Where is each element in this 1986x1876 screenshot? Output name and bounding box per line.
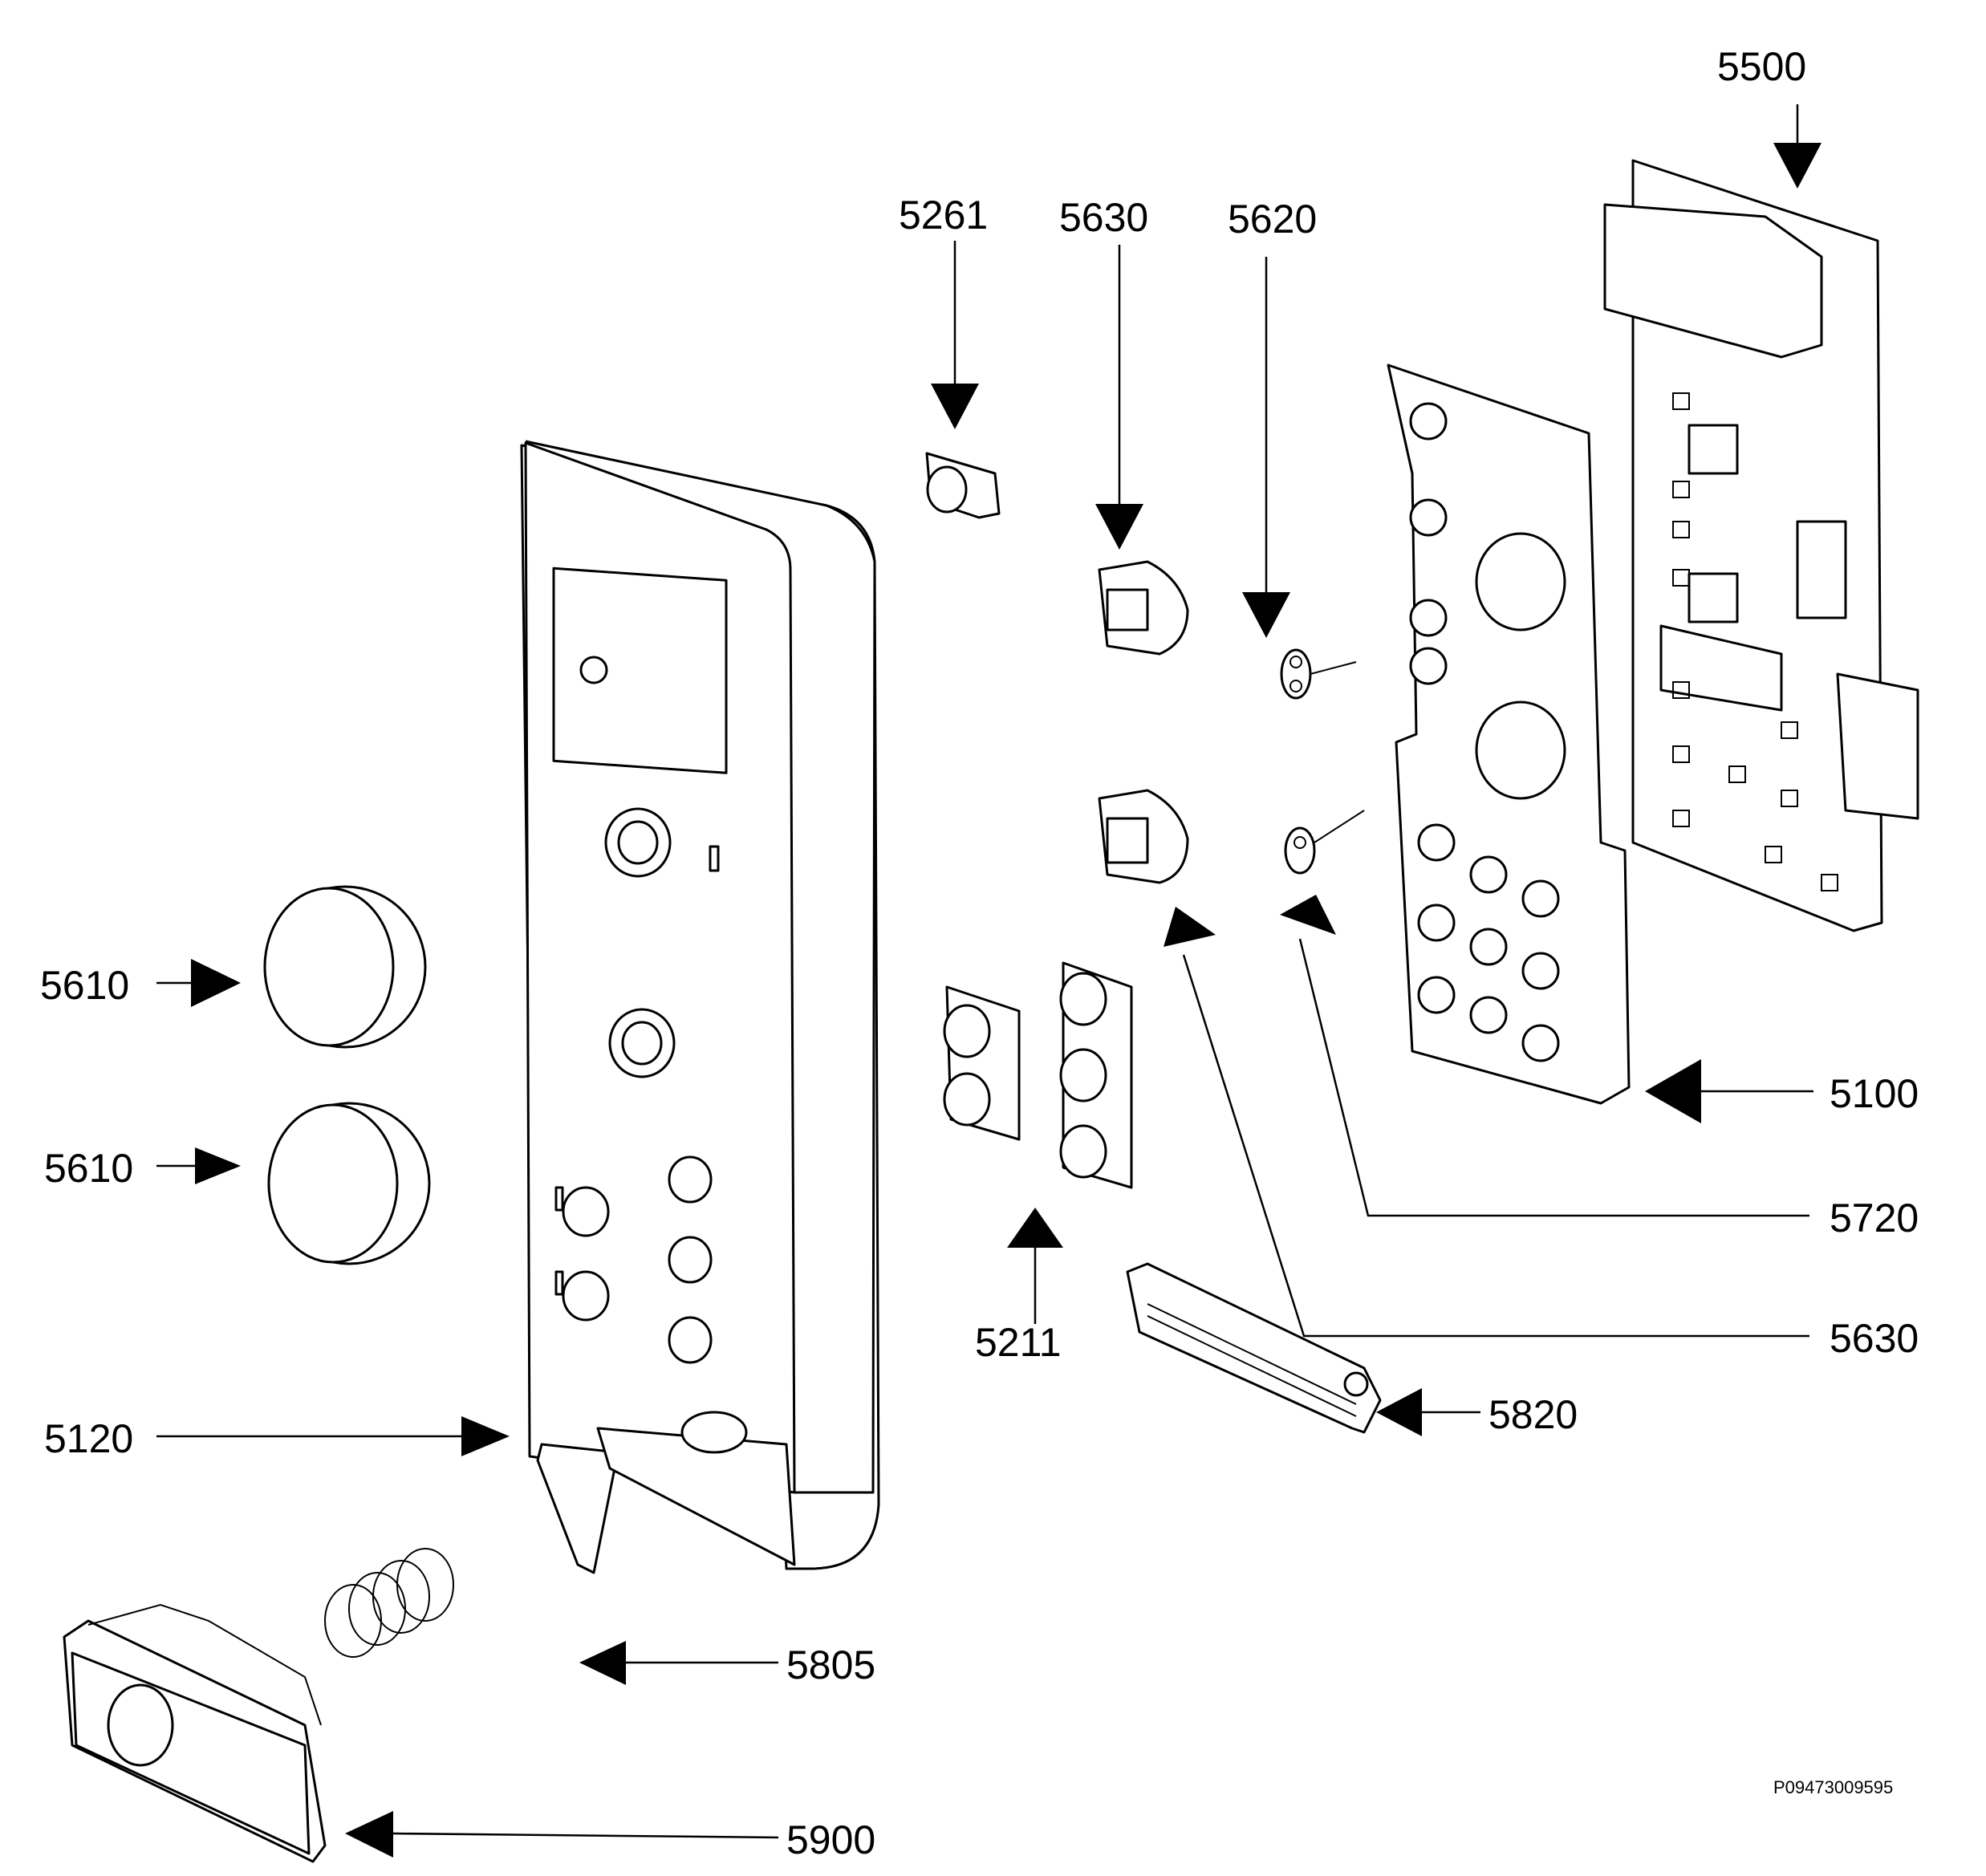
arrow-5820 [1376,1388,1422,1436]
door-lever [1126,1262,1382,1434]
part-labels: 5500 5261 5630 5620 5610 5610 5100 5720 … [40,44,1919,1862]
control-panel-frame [520,440,880,1574]
label-5805: 5805 [786,1643,875,1687]
arrow-5100 [1645,1059,1701,1123]
knob-upper [263,885,427,1049]
arrow-5211 [1007,1208,1063,1248]
label-5211: 5211 [975,1320,1062,1365]
arrow-5261 [931,384,979,429]
screw-upper [1280,648,1357,700]
arrow-5900 [345,1811,393,1858]
screw-lower [1284,810,1365,875]
label-5630-bottom: 5630 [1830,1316,1919,1361]
arrow-5630-bottom [1164,907,1216,947]
arrow-5610-b [195,1147,241,1184]
arrow-5500 [1773,143,1822,189]
arrow-5805 [579,1641,626,1685]
label-5630-top: 5630 [1059,195,1148,240]
label-5100: 5100 [1830,1071,1919,1116]
label-5820: 5820 [1488,1392,1578,1437]
label-5900: 5900 [786,1817,875,1862]
arrow-5610-a [191,959,241,1007]
arrow-5120 [461,1416,510,1456]
circuit-board [1603,159,1919,932]
arrow-5620 [1242,592,1290,638]
encoder-upper [1098,560,1189,656]
label-5620: 5620 [1228,197,1317,242]
drawing-code: P09473009595 [1773,1777,1893,1797]
arrow-5630-top [1095,504,1143,550]
label-5720: 5720 [1830,1196,1919,1241]
button-group [943,961,1133,1189]
label-5120: 5120 [44,1416,133,1461]
button-single [925,452,1001,519]
key-frame [1387,363,1631,1105]
arrow-5720 [1280,895,1336,935]
knob-lower [267,1102,431,1265]
label-5261: 5261 [899,193,988,238]
spring [324,1548,454,1658]
release-cover [63,1603,327,1863]
label-5610-a: 5610 [40,963,129,1008]
encoder-lower [1098,789,1189,884]
label-5500: 5500 [1717,44,1806,89]
label-5610-b: 5610 [44,1146,133,1191]
leaders-and-arrows [156,104,1822,1858]
